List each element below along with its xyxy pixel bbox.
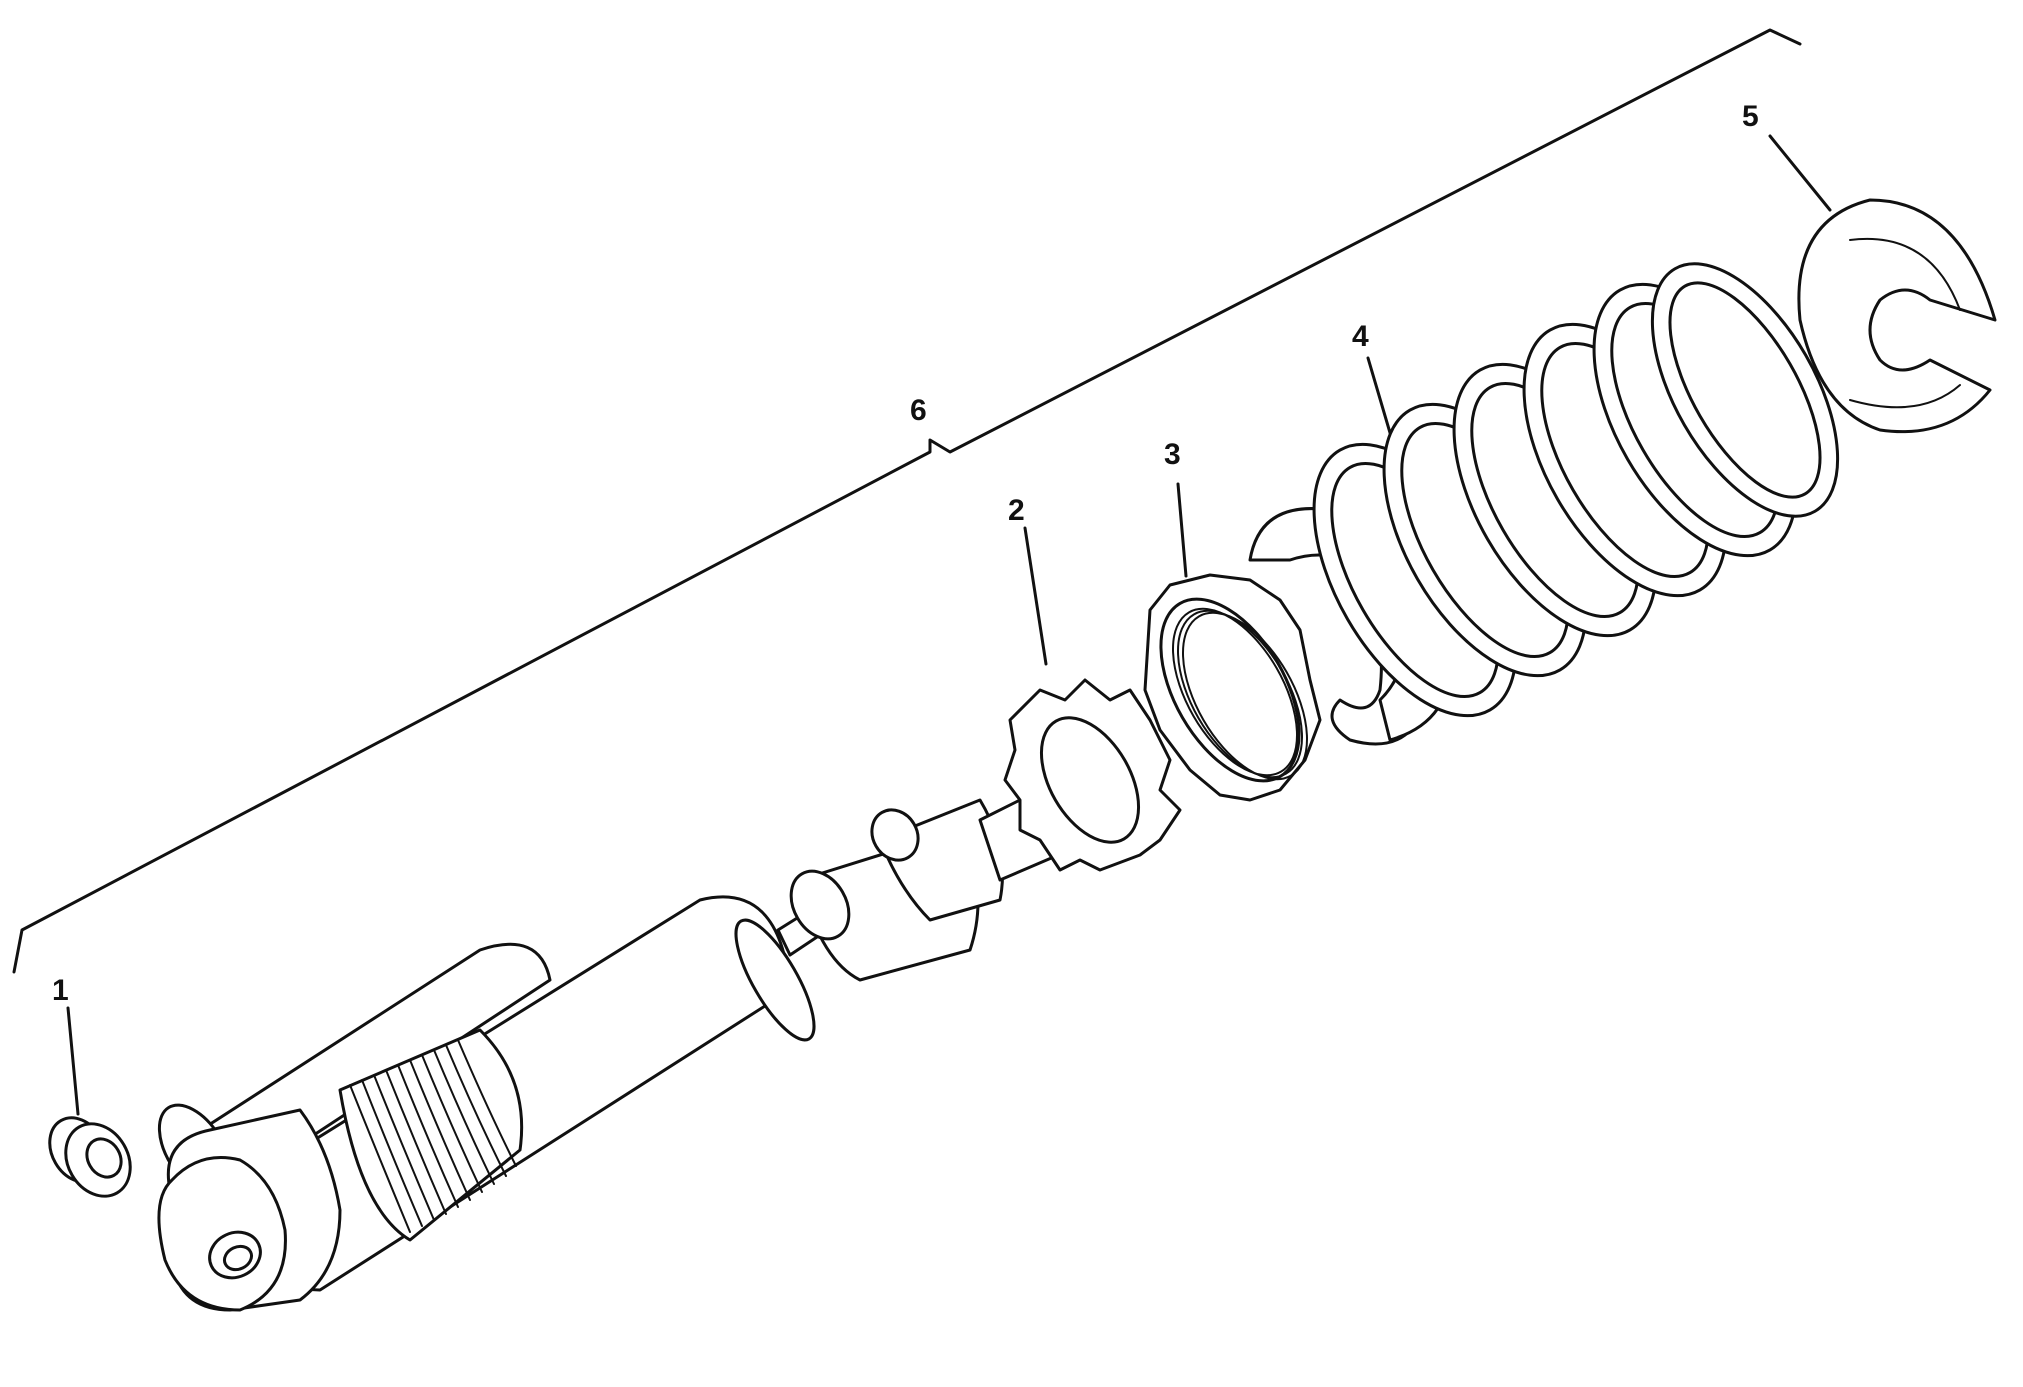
callout-label-1: 1 bbox=[52, 974, 69, 1007]
piston-rod bbox=[776, 770, 1104, 982]
bushing bbox=[48, 1116, 132, 1198]
callout-labels: 1 2 3 4 5 6 bbox=[52, 100, 1759, 1007]
coil-spring bbox=[1248, 262, 1840, 746]
body-threads bbox=[349, 1039, 517, 1233]
callout-label-6: 6 bbox=[910, 394, 927, 427]
leader-3 bbox=[1176, 482, 1188, 578]
callout-label-3: 3 bbox=[1164, 438, 1181, 471]
callout-leaders bbox=[66, 134, 1832, 1116]
callout-label-5: 5 bbox=[1742, 100, 1759, 133]
lock-ring bbox=[1003, 678, 1182, 872]
spring-retainer bbox=[1797, 198, 1997, 434]
leader-2 bbox=[1023, 526, 1048, 666]
adjuster-nut bbox=[1143, 573, 1322, 802]
assembly-bracket bbox=[12, 28, 1802, 974]
callout-label-4: 4 bbox=[1352, 320, 1369, 353]
leader-5 bbox=[1768, 134, 1832, 212]
shock-absorber-body bbox=[157, 895, 816, 1312]
callout-label-2: 2 bbox=[1008, 494, 1025, 527]
nut-threads bbox=[1172, 607, 1308, 781]
leader-1 bbox=[66, 1006, 80, 1116]
